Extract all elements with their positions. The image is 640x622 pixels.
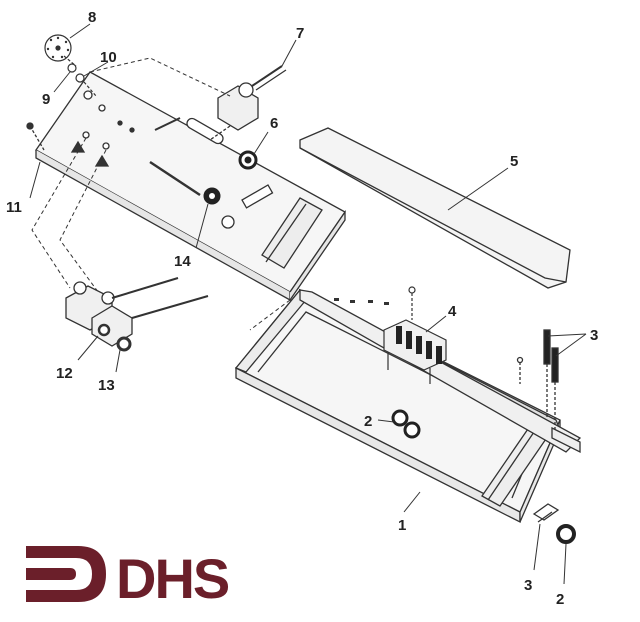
- base-tray-part: [234, 288, 582, 524]
- callout-3-top: 3: [590, 327, 598, 344]
- dial-gauge-part: [44, 34, 77, 67]
- leader-line: [83, 61, 109, 77]
- leader-line: [115, 349, 121, 373]
- leader-line: [403, 491, 421, 513]
- clip-part: [532, 503, 560, 523]
- leader-line: [533, 523, 541, 571]
- thermostat-part: [65, 277, 209, 352]
- dhs-logo: DHS: [26, 546, 231, 610]
- switch-part: [209, 65, 287, 141]
- control-knob-part: [203, 187, 221, 205]
- callout-4: 4: [448, 303, 457, 320]
- grommet-part: [391, 409, 421, 439]
- leader-line: [77, 335, 99, 361]
- probe-hardware-part: [516, 329, 581, 454]
- callout-14: 14: [174, 253, 191, 270]
- callout-13: 13: [98, 377, 115, 394]
- lid-cover-part: [299, 127, 571, 289]
- callout-6: 6: [270, 115, 278, 132]
- leader-line: [53, 71, 71, 93]
- callout-8: 8: [88, 9, 96, 26]
- leader-line: [547, 333, 587, 337]
- logo-mark-icon: [26, 546, 106, 602]
- leader-line: [195, 203, 209, 249]
- callout-11: 11: [6, 199, 22, 216]
- knob-part: [67, 63, 97, 97]
- callout-7: 7: [296, 25, 304, 42]
- callout-5: 5: [510, 153, 518, 170]
- screw-part: [26, 122, 45, 151]
- leader-line: [281, 39, 297, 67]
- pilot-light-part: [238, 150, 258, 170]
- callout-3-bottom: 3: [524, 577, 532, 594]
- leader-line: [425, 315, 447, 333]
- callout-10: 10: [100, 49, 117, 66]
- grommet-part: [556, 524, 576, 544]
- leader-line: [555, 333, 587, 357]
- callout-1: 1: [398, 517, 406, 534]
- callout-2-bottom: 2: [556, 591, 564, 608]
- callout-2-middle: 2: [364, 413, 372, 430]
- leader-line: [29, 161, 41, 199]
- leader-line: [563, 543, 567, 585]
- callout-12: 12: [56, 365, 73, 382]
- logo-text: DHS: [116, 547, 229, 610]
- terminal-block-part: [383, 286, 447, 384]
- leader-line: [253, 131, 269, 155]
- callout-9: 9: [42, 91, 50, 108]
- control-panel-part: [35, 71, 346, 302]
- leader-line: [69, 23, 91, 39]
- leader-line: [447, 167, 509, 211]
- leader-line: [377, 419, 395, 423]
